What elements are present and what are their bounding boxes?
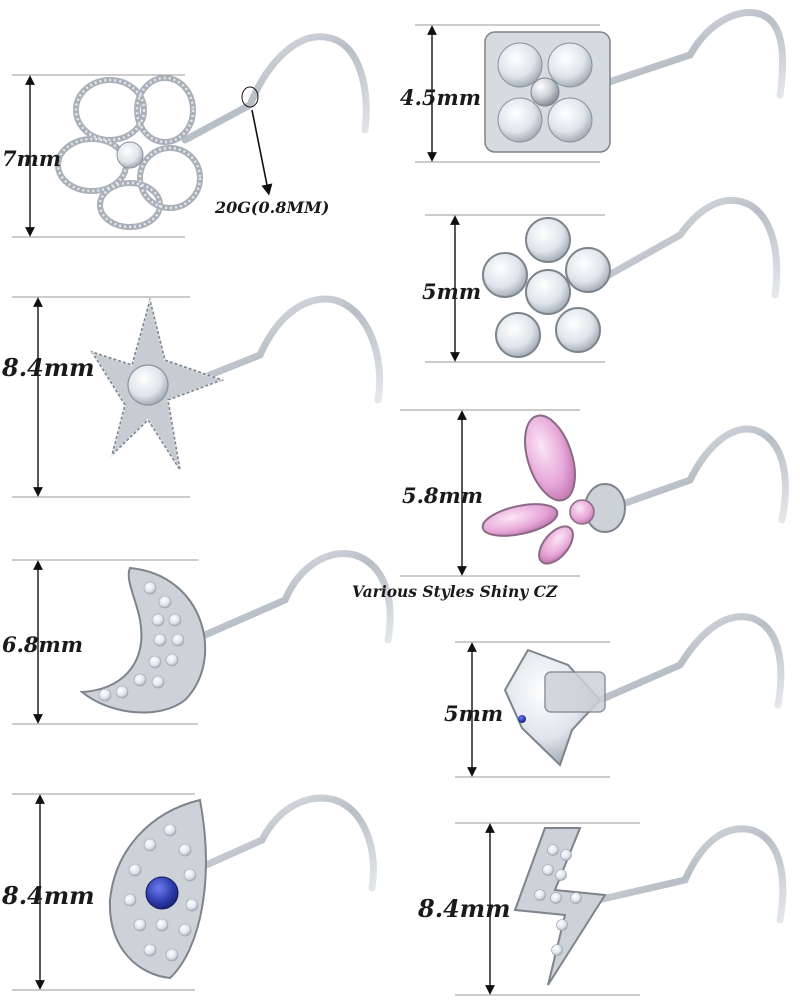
label-clover-size: 4.5mm <box>400 85 481 110</box>
clover-stud <box>415 9 787 163</box>
label-butterfly-size: 5.8mm <box>402 483 483 508</box>
label-lightning-size: 8.4mm <box>418 894 511 923</box>
label-moon-size: 6.8mm <box>2 632 83 657</box>
marquise-star-stud <box>455 613 785 778</box>
label-gauge: 20G(0.8MM) <box>215 198 330 217</box>
label-evil-eye-size: 8.4mm <box>2 881 95 910</box>
evil-eye-stud <box>12 793 377 991</box>
caption: Various Styles Shiny CZ <box>352 582 558 601</box>
lightning-bolt-stud <box>455 822 787 996</box>
label-round-flower-size: 5mm <box>422 279 482 304</box>
round-flower-stud <box>425 196 781 363</box>
label-marquise-star-size: 5mm <box>444 701 504 726</box>
butterfly-stud <box>400 409 789 577</box>
moon-stud <box>12 550 394 725</box>
starburst-stud <box>12 295 384 498</box>
label-flower-outline-size: 7mm <box>2 146 62 171</box>
label-starburst-size: 8.4mm <box>2 353 95 382</box>
flower-outline-stud <box>12 33 370 238</box>
